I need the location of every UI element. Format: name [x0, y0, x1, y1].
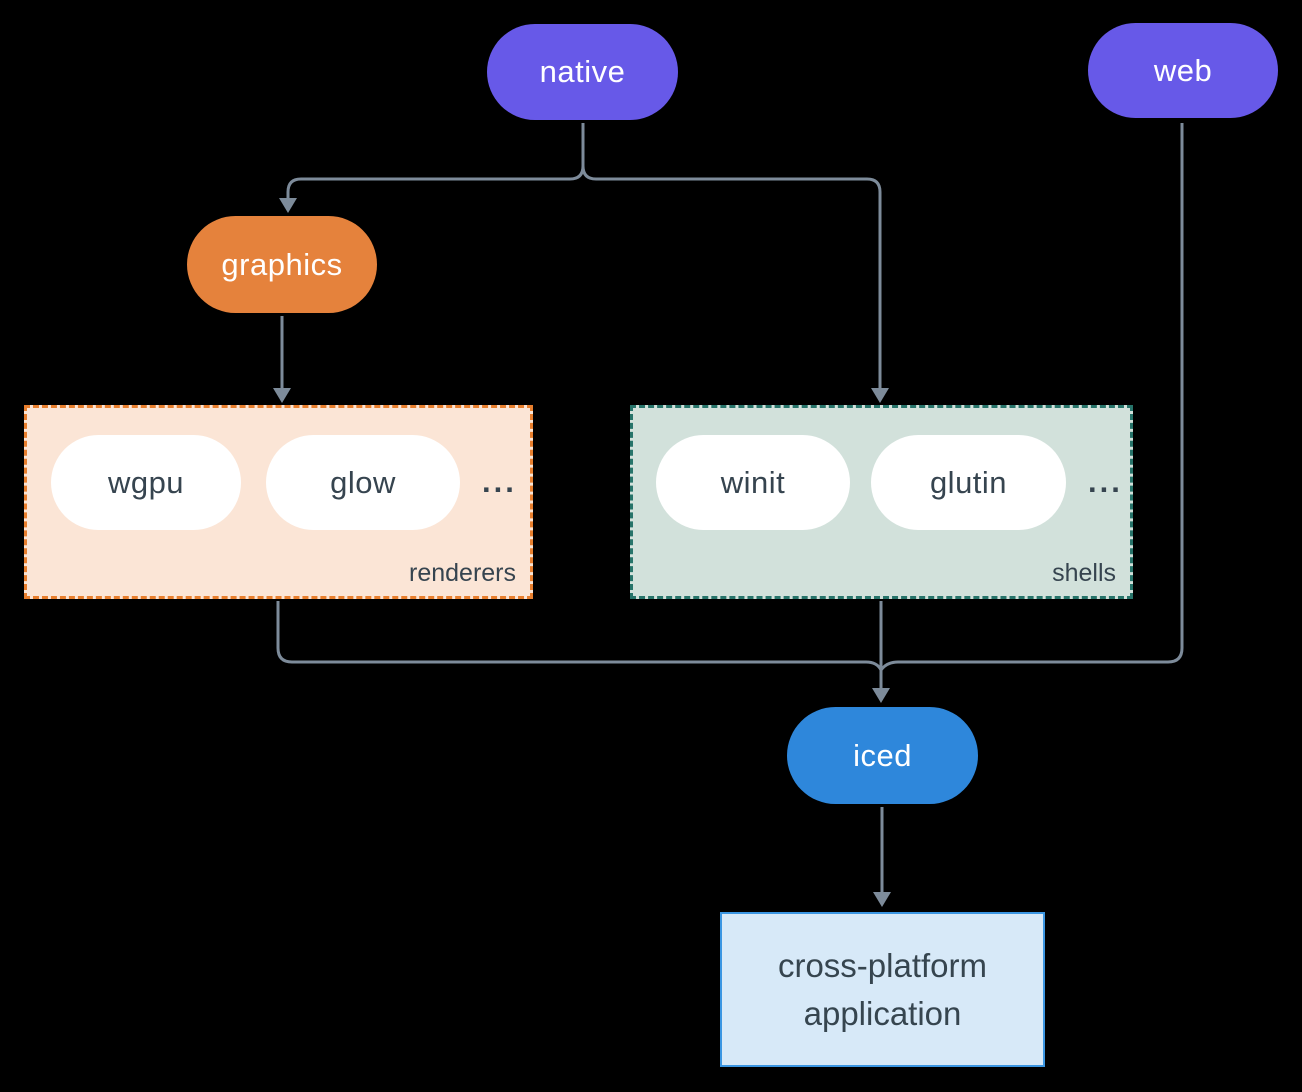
arrowhead-into-renderers	[273, 388, 291, 403]
shells-ellipsis: ...	[1088, 464, 1123, 499]
node-cross-platform-application: cross-platform application	[720, 912, 1045, 1067]
arrowhead-into-graphics	[279, 198, 297, 213]
node-native: native	[487, 24, 678, 120]
group-renderers: wgpu glow ... renderers	[24, 405, 533, 599]
edge-native-graphics	[286, 123, 585, 199]
node-graphics-label: graphics	[221, 246, 343, 282]
node-native-label: native	[539, 54, 626, 89]
group-renderers-label: renderers	[409, 559, 516, 587]
node-wgpu: wgpu	[51, 435, 241, 530]
group-shells: winit glutin ... shells	[630, 405, 1133, 599]
node-winit: winit	[656, 435, 850, 530]
node-glow: glow	[266, 435, 460, 530]
edge-renderers-merge	[276, 601, 883, 671]
node-glutin-label: glutin	[929, 464, 1008, 500]
node-glow-label: glow	[330, 464, 396, 500]
edge-web-merge	[879, 123, 1184, 671]
node-web: web	[1088, 23, 1278, 118]
edge-native-shells	[581, 123, 882, 389]
renderers-ellipsis: ...	[482, 464, 517, 499]
group-shells-label: shells	[1052, 559, 1116, 587]
node-graphics: graphics	[187, 216, 377, 313]
node-iced-label: iced	[853, 737, 912, 773]
node-winit-label: winit	[720, 464, 786, 500]
arrowhead-into-iced	[872, 688, 890, 703]
node-web-label: web	[1153, 52, 1213, 88]
arrowhead-into-app	[873, 892, 891, 907]
app-label-line1: cross-platform	[777, 946, 988, 984]
app-label-line2: application	[803, 994, 962, 1032]
node-wgpu-label: wgpu	[107, 464, 185, 500]
node-glutin: glutin	[871, 435, 1066, 530]
node-iced: iced	[787, 707, 978, 804]
arrowhead-into-shells	[871, 388, 889, 403]
